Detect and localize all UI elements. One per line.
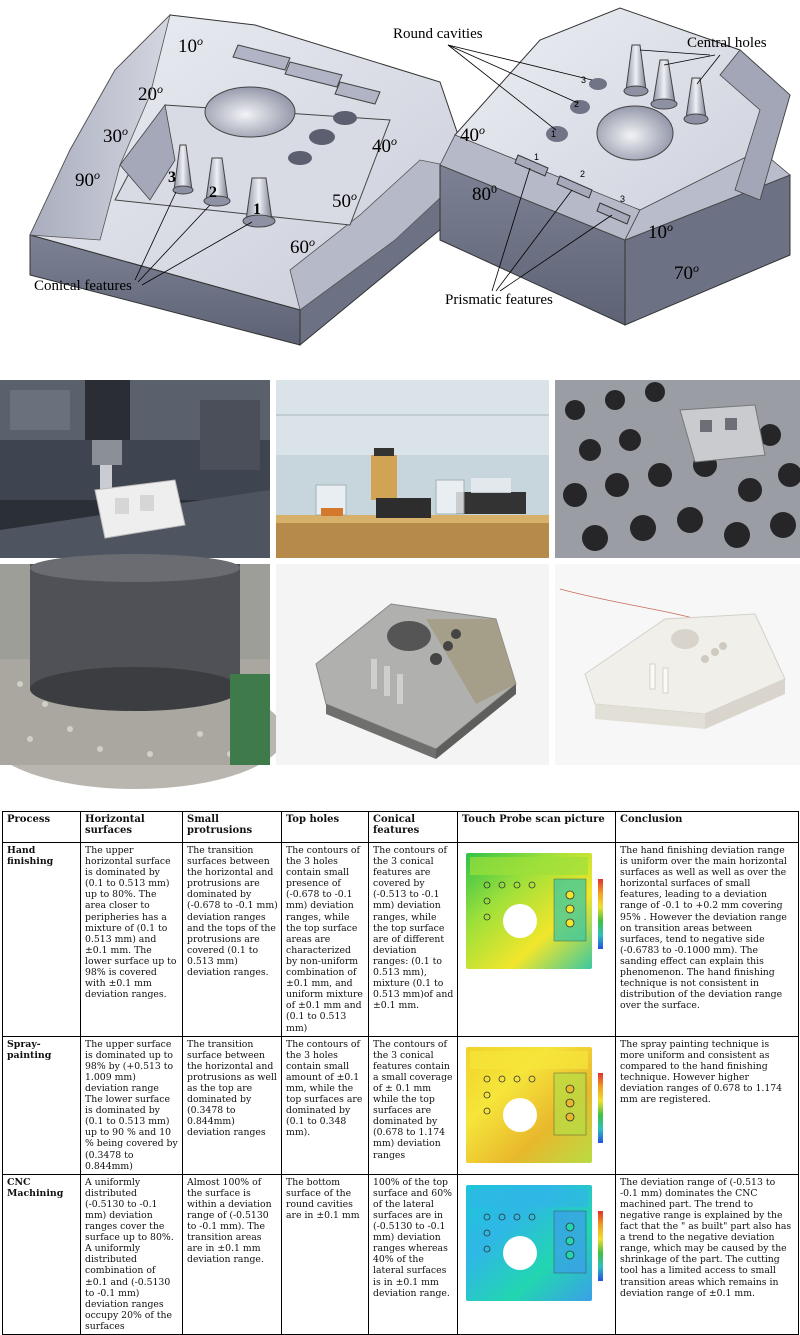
cad-diagram-svg: 10o 20o 30o 90o 40o 50o 60o 3 2 1 Conica… bbox=[29, 7, 791, 347]
cad-diagram: 10o 20o 30o 90o 40o 50o 60o 3 2 1 Conica… bbox=[0, 0, 800, 347]
results-table-container: Process Horizontal surfaces Small protru… bbox=[2, 811, 799, 1335]
angle-label: 70o bbox=[674, 261, 699, 284]
callout-conical-features: Conical features bbox=[34, 278, 132, 294]
angle-label: 30o bbox=[103, 124, 128, 147]
header-small-protrusions: Small protrusions bbox=[182, 811, 282, 843]
cavity-number: 2 bbox=[574, 99, 579, 109]
angle-label: 40o bbox=[460, 123, 485, 146]
cell-conclusion: The spray painting technique is more uni… bbox=[615, 1035, 799, 1175]
table-row: Spray-painting The upper surface is domi… bbox=[2, 1035, 799, 1175]
scan-picture bbox=[466, 1046, 603, 1163]
callout-round-cavities: Round cavities bbox=[393, 26, 483, 42]
left-cad-part: 10o 20o 30o 90o 40o 50o 60o 3 2 1 Conica… bbox=[29, 13, 471, 347]
angle-label: 20o bbox=[138, 82, 163, 105]
photo-grey-part bbox=[276, 564, 549, 765]
cell-process: Spray-painting bbox=[2, 1035, 81, 1175]
angle-label: 50o bbox=[332, 189, 357, 212]
cell-scan bbox=[457, 842, 616, 1037]
cell-horizontal: The upper horizontal surface is dominate… bbox=[80, 842, 183, 1037]
header-top-holes: Top holes bbox=[281, 811, 369, 843]
cell-protrusions: The transition surface between the horiz… bbox=[182, 1035, 282, 1175]
scan-picture bbox=[466, 853, 603, 969]
photo-grid bbox=[0, 380, 800, 789]
cell-holes: The bottom surface of the round cavities… bbox=[281, 1173, 369, 1335]
cell-holes: The contours of the 3 holes contain smal… bbox=[281, 1035, 369, 1175]
feature-number: 3 bbox=[168, 169, 176, 186]
cell-scan bbox=[457, 1173, 616, 1335]
header-scan-picture: Touch Probe scan picture bbox=[457, 811, 616, 843]
table-row: Hand finishing The upper horizontal surf… bbox=[2, 842, 799, 1037]
feature-number: 1 bbox=[253, 201, 261, 218]
cell-scan bbox=[457, 1035, 616, 1175]
cell-conclusion: The deviation range of (-0.513 to -0.1 m… bbox=[615, 1173, 799, 1335]
angle-label: 60o bbox=[290, 235, 315, 258]
cell-conical: The contours of the 3 conical features c… bbox=[368, 1035, 458, 1175]
header-conclusion: Conclusion bbox=[615, 811, 799, 843]
angle-label: 10o bbox=[178, 34, 203, 57]
photo-vibratory-finisher bbox=[0, 554, 285, 789]
header-process: Process bbox=[2, 811, 81, 843]
table-row: CNC Machining A uniformly distributed (-… bbox=[2, 1173, 799, 1335]
header-horizontal-surfaces: Horizontal surfaces bbox=[80, 811, 183, 843]
cell-protrusions: Almost 100% of the surface is within a d… bbox=[182, 1173, 282, 1335]
cavity-number: 1 bbox=[551, 129, 556, 139]
table-header-row: Process Horizontal surfaces Small protru… bbox=[2, 811, 799, 843]
results-table: Process Horizontal surfaces Small protru… bbox=[2, 811, 799, 1335]
cell-process: Hand finishing bbox=[2, 842, 81, 1037]
cell-horizontal: A uniformly distributed (-0.5130 to -0.1… bbox=[80, 1173, 183, 1335]
angle-label: 90o bbox=[75, 168, 100, 191]
cell-conical: The contours of the 3 conical features a… bbox=[368, 842, 458, 1037]
right-cad-part: 3 2 1 1 2 3 40o 800 10o 70o Round caviti… bbox=[393, 7, 791, 326]
cell-protrusions: The transition surfaces between the hori… bbox=[182, 842, 282, 1037]
photo-cnc-milling bbox=[0, 380, 270, 558]
cell-horizontal: The upper surface is dominated up to 98%… bbox=[80, 1035, 183, 1175]
scan-picture bbox=[466, 1184, 603, 1301]
cell-conical: 100% of the top surface and 60% of the l… bbox=[368, 1173, 458, 1335]
angle-label: 800 bbox=[472, 182, 497, 205]
cell-conclusion: The hand finishing deviation range is un… bbox=[615, 842, 799, 1037]
angle-label: 40o bbox=[372, 134, 397, 157]
callout-central-holes: Central holes bbox=[687, 35, 767, 51]
feature-number: 2 bbox=[209, 184, 217, 201]
callout-prismatic-features: Prismatic features bbox=[445, 292, 553, 308]
angle-label: 10o bbox=[648, 220, 673, 243]
cavity-number: 3 bbox=[581, 75, 586, 85]
prism-number: 2 bbox=[580, 169, 585, 179]
prism-number: 3 bbox=[620, 194, 625, 204]
photo-perforated-plate bbox=[555, 380, 800, 558]
prism-number: 1 bbox=[534, 152, 539, 162]
photo-lab-scales bbox=[276, 380, 549, 558]
cell-holes: The contours of the 3 holes contain smal… bbox=[281, 842, 369, 1037]
cell-process: CNC Machining bbox=[2, 1173, 81, 1335]
header-conical-features: Conical features bbox=[368, 811, 458, 843]
photo-white-part bbox=[555, 564, 800, 765]
